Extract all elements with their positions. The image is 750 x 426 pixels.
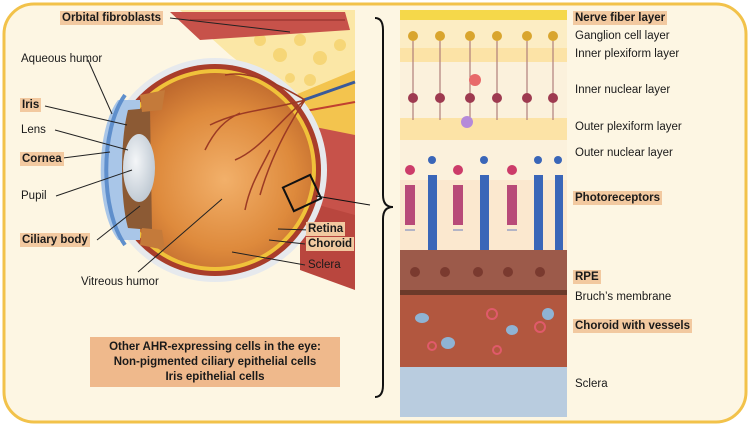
layer-inner-nuclear: Inner nuclear layer bbox=[575, 84, 671, 96]
label-lens: Lens bbox=[21, 124, 46, 136]
label-cornea: Cornea bbox=[20, 152, 64, 166]
label-choroid: Choroid bbox=[306, 237, 355, 251]
note-line-3: Iris epithelial cells bbox=[165, 371, 265, 383]
layer-inner-plexiform: Inner plexiform layer bbox=[575, 48, 680, 60]
layer-choroid-vessels: Choroid with vessels bbox=[573, 319, 693, 333]
bracket bbox=[374, 17, 394, 398]
label-sclera: Sclera bbox=[308, 259, 341, 271]
layer-sclera: Sclera bbox=[575, 378, 608, 390]
layer-outer-plexiform: Outer plexiform layer bbox=[575, 121, 682, 133]
label-retina: Retina bbox=[306, 222, 346, 236]
layer-bruchs-membrane: Bruch’s membrane bbox=[575, 291, 672, 303]
note-line-1: Other AHR-expressing cells in the eye: bbox=[109, 341, 321, 353]
label-ciliary-body: Ciliary body bbox=[20, 233, 90, 247]
ahr-note-box: Other AHR-expressing cells in the eye: N… bbox=[90, 337, 340, 387]
layer-photoreceptors: Photoreceptors bbox=[573, 191, 662, 205]
eyeball bbox=[100, 58, 327, 282]
note-line-2: Non-pigmented ciliary epithelial cells bbox=[113, 356, 317, 368]
layer-nerve-fiber: Nerve fiber layer bbox=[573, 11, 668, 25]
label-iris: Iris bbox=[20, 98, 42, 112]
layer-rpe: RPE bbox=[573, 270, 601, 284]
retina-inset-box bbox=[281, 173, 323, 213]
leader-lines bbox=[44, 17, 311, 273]
label-orbital-fibroblasts: Orbital fibroblasts bbox=[60, 11, 164, 25]
retina-panel bbox=[400, 10, 567, 417]
layer-ganglion-cell: Ganglion cell layer bbox=[575, 30, 670, 42]
label-aqueous-humor: Aqueous humor bbox=[21, 53, 103, 65]
label-vitreous-humor: Vitreous humor bbox=[81, 276, 159, 288]
layer-outer-nuclear: Outer nuclear layer bbox=[575, 147, 673, 159]
label-pupil: Pupil bbox=[21, 190, 47, 202]
